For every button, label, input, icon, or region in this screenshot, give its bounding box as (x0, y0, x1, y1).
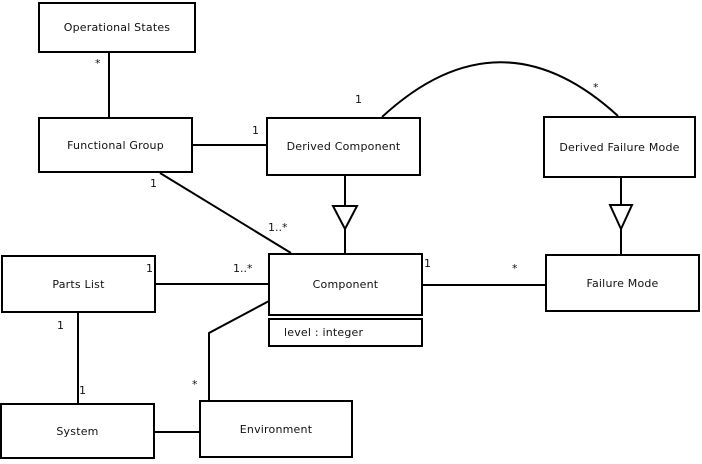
class-name-label: Operational States (63, 21, 171, 34)
multiplicity-parts-list-component-src: 1 (146, 262, 153, 275)
multiplicity-parts-list-system-tgt: 1 (79, 384, 86, 397)
class-parts-list: Parts List (1, 255, 156, 313)
class-name-label: System (56, 424, 99, 438)
class-operational-states: Operational States (38, 2, 196, 53)
multiplicity-functional-group-derived-component: 1 (252, 124, 259, 137)
class-name-label: Environment (239, 422, 313, 436)
multiplicity-component-failure-mode-src: 1 (424, 257, 431, 270)
generalization-triangle-icon (331, 205, 359, 232)
class-name-label: Derived Component (286, 140, 401, 153)
class-component-attributes: level : integer (268, 318, 423, 347)
multiplicity-derived-failure-mode-curve-end: * (593, 81, 599, 94)
multiplicity-functional-group-component-tgt: 1..* (268, 221, 288, 234)
multiplicity-parts-list-system-src: 1 (57, 319, 64, 332)
class-component: Component (268, 253, 423, 316)
class-name-label: Derived Failure Mode (559, 140, 680, 154)
association-derived-component-derived-failure-mode (381, 61, 619, 118)
multiplicity-derived-component-curve-end: 1 (355, 93, 362, 106)
class-derived-failure-mode: Derived Failure Mode (543, 116, 696, 178)
multiplicity-functional-group-component-src: 1 (150, 177, 157, 190)
class-name-label: Parts List (52, 277, 105, 291)
class-failure-mode: Failure Mode (545, 254, 700, 312)
class-name-label: Failure Mode (586, 276, 659, 290)
multiplicity-environment-component-src: * (192, 378, 198, 391)
class-functional-group: Functional Group (38, 117, 193, 173)
multiplicity-parts-list-component-tgt: 1..* (233, 262, 253, 275)
class-name-label: Component (312, 278, 379, 291)
class-name-label: Functional Group (67, 138, 164, 152)
association-functional-group-component (159, 172, 292, 254)
generalization-triangle-icon (608, 204, 634, 232)
class-derived-component: Derived Component (266, 117, 421, 176)
association-environment-component (208, 300, 270, 400)
attribute-label: level : integer (284, 326, 364, 339)
multiplicity-component-failure-mode-tgt: * (512, 262, 518, 275)
multiplicity-operational-states-end: * (95, 57, 101, 70)
class-system: System (0, 403, 155, 459)
class-environment: Environment (199, 400, 353, 458)
